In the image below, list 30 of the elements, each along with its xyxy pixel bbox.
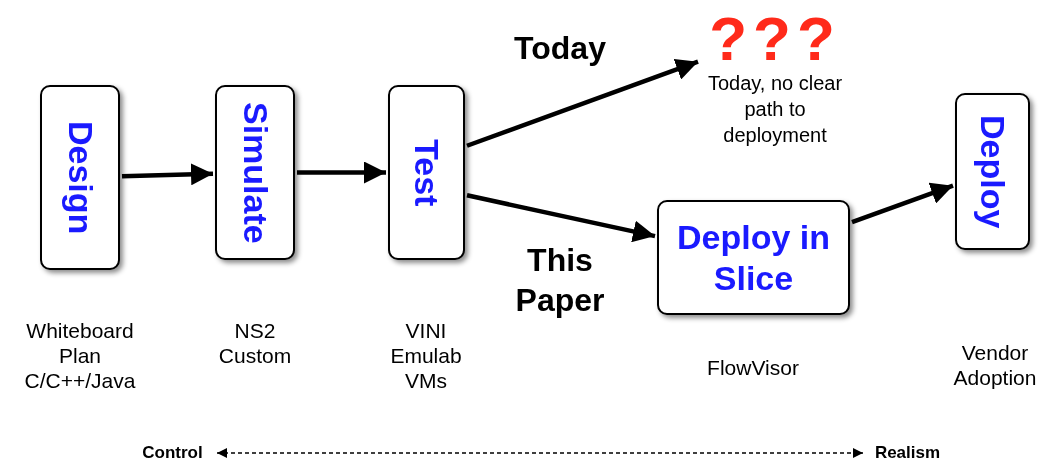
process-box [215,85,295,260]
axis-label: Control [142,443,203,463]
tool-label: NS2 [233,318,277,344]
tool-label: VMs [404,368,448,394]
process-box [955,93,1030,250]
tool-label: C/C++/Java [24,368,136,394]
note-text: Today, no clear path to deployment [706,71,844,148]
arrow [466,58,699,148]
tool-label: FlowVisor [707,355,799,381]
dashed-arrow [216,448,864,458]
process-box [388,85,465,260]
question-marks: ??? [709,8,841,70]
axis-label: Realism [874,443,941,463]
tool-label: Emulab [390,343,462,369]
tool-label: Custom [218,343,292,369]
arrow [466,193,656,243]
tool-label: Whiteboard [25,318,135,344]
box-label: Simulate [235,101,275,244]
tool-label: Plan [58,343,102,369]
box-label: Design [60,120,100,235]
process-box [40,85,120,270]
tool-label: Vendor Adoption [952,340,1038,391]
box-label: Deploy [973,114,1012,229]
process-box [657,200,850,315]
tool-label: VINI [404,318,448,344]
box-label: Deploy in Slice [676,216,831,299]
arrow [297,161,386,184]
box-label: Test [407,138,446,207]
arrow [851,182,954,225]
arrow [121,163,214,186]
